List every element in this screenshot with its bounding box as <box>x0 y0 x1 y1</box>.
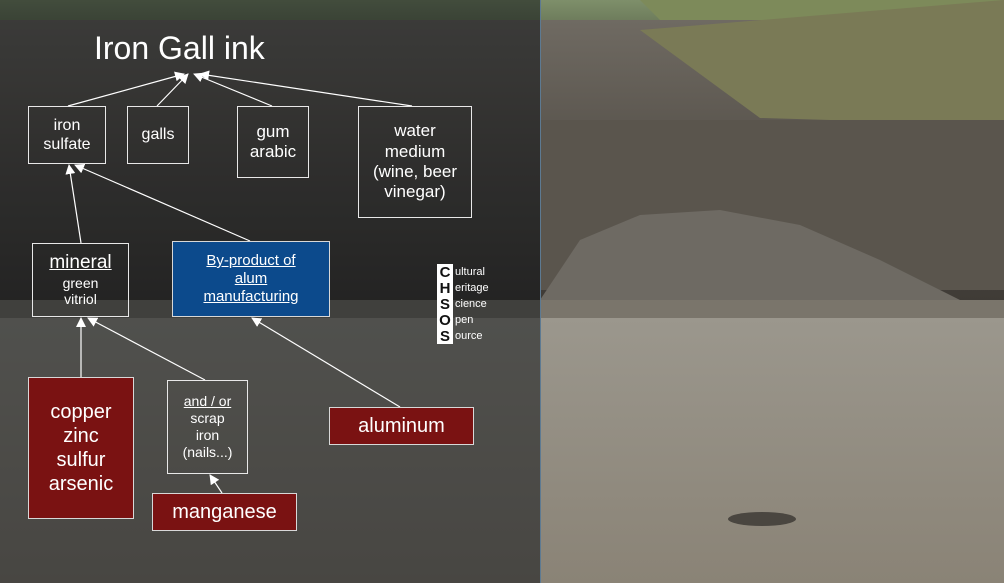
logo-letter: S <box>437 296 453 313</box>
logo-word: eritage <box>455 282 489 294</box>
node-text-line: By-product of <box>206 252 296 269</box>
node-text-line: vinegar) <box>384 182 446 202</box>
logo-letter: S <box>437 328 453 345</box>
node-aluminum: aluminum <box>329 407 474 445</box>
logo-word: ultural <box>455 266 485 278</box>
arrow-mineral-to-iron-sulfate <box>65 164 82 244</box>
node-text-line: medium <box>384 141 446 161</box>
arrow-water-medium-to-title <box>199 70 413 107</box>
logo-word: cience <box>455 298 487 310</box>
node-heading: mineral <box>49 251 112 273</box>
node-heading: and / or <box>183 393 232 410</box>
arrow-manganese-to-scrap-iron <box>209 474 223 494</box>
node-text-line: water <box>394 121 436 141</box>
node-gum-arabic: gum arabic <box>237 106 309 178</box>
node-text-line: sulfate <box>43 136 91 153</box>
node-text-line: arabic <box>249 142 297 161</box>
node-text-line: (nails...) <box>182 443 233 460</box>
node-text-line: sulfur <box>56 449 106 471</box>
node-iron-sulfate: iron sulfate <box>28 106 106 164</box>
arrow-byproduct-to-iron-sulfate <box>74 163 251 242</box>
logo-letter: O <box>437 312 453 329</box>
node-text-line: aluminum <box>358 415 445 437</box>
node-text-line: manufacturing <box>203 288 299 305</box>
node-text-line: alum <box>234 270 268 287</box>
node-manganese: manganese <box>152 493 297 531</box>
node-scrap-iron: and / or scrap iron (nails...) <box>167 380 248 474</box>
node-text-line: galls <box>141 126 175 144</box>
node-text-line: vitriol <box>64 291 97 308</box>
logo-word: pen <box>455 314 474 326</box>
node-text-line: green <box>62 274 99 291</box>
node-text-line: zinc <box>63 425 99 447</box>
arrow-scrap-iron-to-mineral <box>87 317 206 381</box>
node-byproduct-alum: By-product of alum manufacturing <box>172 241 330 317</box>
node-galls: galls <box>127 106 189 164</box>
logo-word: ource <box>455 330 483 342</box>
node-mineral: mineral green vitriol <box>32 243 129 317</box>
arrow-aluminum-to-byproduct <box>251 317 401 408</box>
node-text-line: arsenic <box>48 473 114 495</box>
node-text-line: gum <box>256 121 290 141</box>
diagram-title: Iron Gall ink <box>94 30 265 66</box>
node-text-line: (wine, beer <box>372 162 458 181</box>
arrow-galls-to-title <box>156 73 189 107</box>
arrow-iron-sulfate-to-title <box>67 71 185 107</box>
node-copper-zinc-sulfur-arsenic: copper zinc sulfur arsenic <box>28 377 134 519</box>
node-text-line: copper <box>50 401 112 423</box>
node-text-line: manganese <box>172 501 277 523</box>
logo-letter: C <box>437 264 453 281</box>
logo-letter: H <box>437 280 453 297</box>
node-water-medium: water medium (wine, beer vinegar) <box>358 106 472 218</box>
node-text-line: iron <box>195 427 220 443</box>
node-text-line: scrap <box>190 410 225 427</box>
node-text-line: iron <box>53 116 81 134</box>
